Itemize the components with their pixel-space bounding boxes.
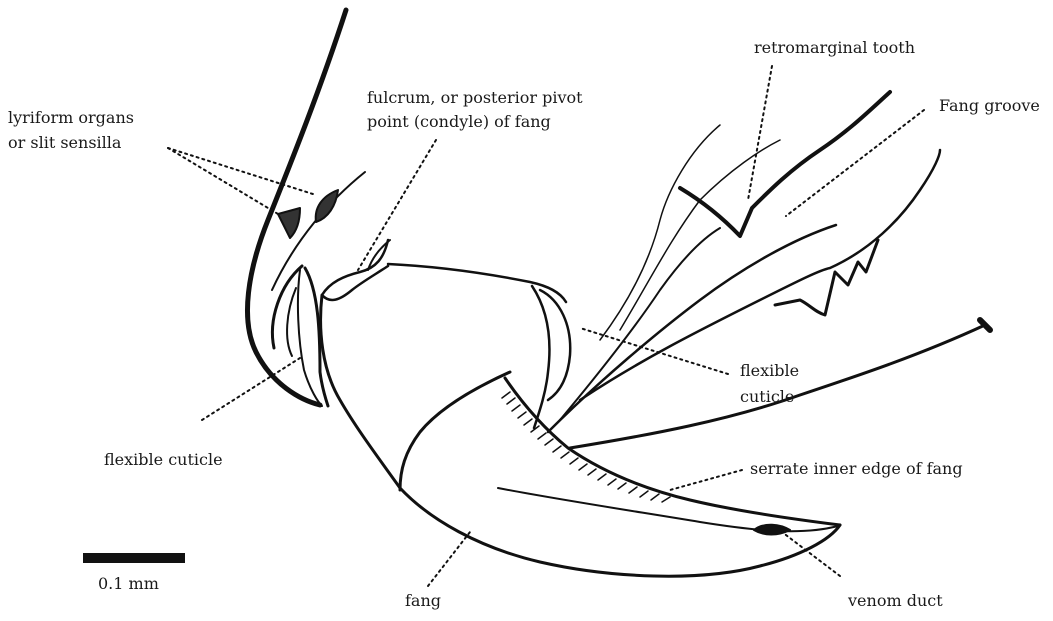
lyriform-organ-2 bbox=[316, 190, 338, 222]
leader-venom bbox=[782, 532, 840, 576]
venom-duct bbox=[754, 525, 790, 535]
strand-1 bbox=[600, 125, 720, 340]
lower-sheath-tip bbox=[980, 320, 990, 330]
label-lyriform-line2: or slit sensilla bbox=[8, 132, 121, 153]
label-flexible-left: flexible cuticle bbox=[104, 449, 223, 470]
leader-serrate bbox=[670, 470, 742, 490]
right-cuticle-outer bbox=[540, 290, 570, 400]
retromarginal-tooth bbox=[680, 92, 890, 236]
label-serrate: serrate inner edge of fang bbox=[750, 458, 963, 479]
label-fulcrum-line1: fulcrum, or posterior pivot bbox=[367, 87, 583, 108]
label-lyriform-line1: lyriform organs bbox=[8, 107, 134, 128]
fulcrum-outline bbox=[322, 240, 388, 300]
label-flexible-right-line1: flexible bbox=[740, 360, 799, 381]
upper-sheath-2 bbox=[560, 228, 720, 420]
zigzag-teeth bbox=[775, 240, 878, 315]
leader-fulcrum bbox=[358, 140, 436, 270]
label-venom-duct: venom duct bbox=[848, 590, 943, 611]
lyriform-organ-1 bbox=[278, 208, 300, 238]
fang-body-upper bbox=[400, 372, 510, 490]
label-fang: fang bbox=[405, 590, 441, 611]
leader-retromarginal bbox=[748, 66, 772, 200]
right-cuticle-inner bbox=[532, 286, 549, 428]
scale-bar bbox=[83, 553, 185, 563]
label-retromarginal: retromarginal tooth bbox=[754, 37, 915, 58]
leader-lyriform-1 bbox=[168, 148, 278, 214]
label-fulcrum-line2: point (condyle) of fang bbox=[367, 111, 551, 132]
left-fold-small bbox=[287, 288, 296, 356]
label-flexible-right-line2: cuticle bbox=[740, 386, 794, 407]
leader-fang bbox=[428, 532, 470, 586]
leader-fang-groove bbox=[786, 110, 924, 216]
label-scale: 0.1 mm bbox=[98, 573, 159, 594]
label-fang-groove: Fang groove bbox=[939, 95, 1040, 116]
